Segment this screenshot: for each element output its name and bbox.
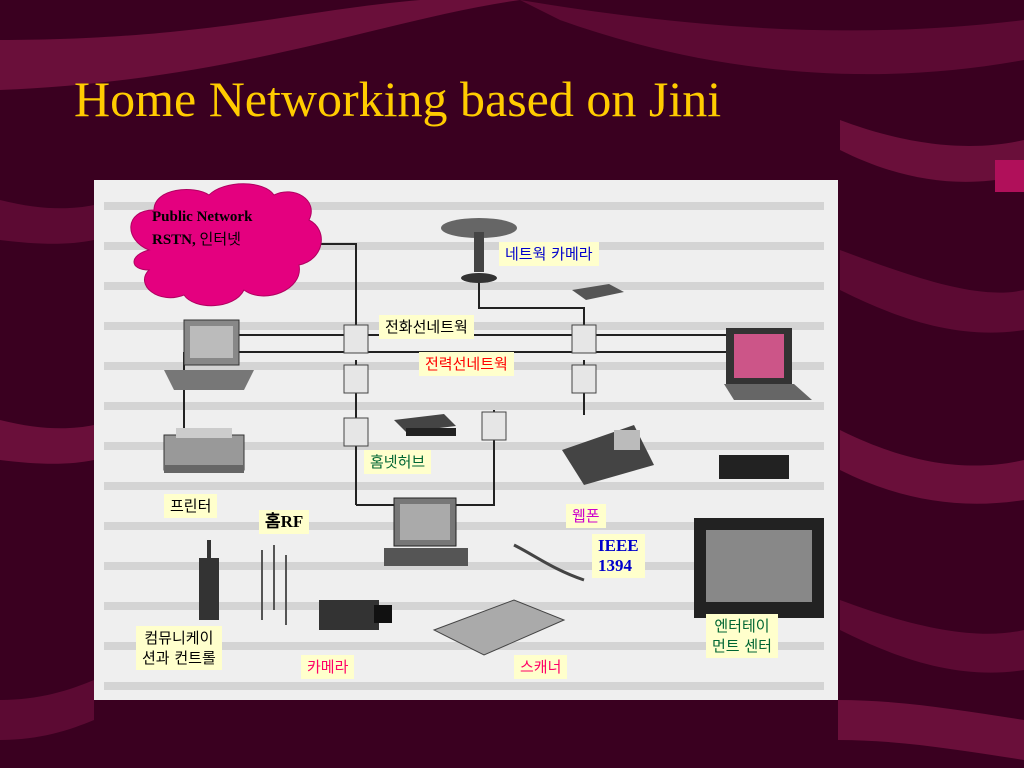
camcorder-icon: [319, 600, 392, 630]
label-scanner: 스캐너: [514, 655, 568, 679]
label-power-line-network: 전력선네트웍: [419, 352, 514, 376]
satellite-camera-icon: [441, 218, 517, 283]
web-phone-icon: [562, 425, 654, 485]
ieee-line2: 1394: [598, 556, 632, 575]
slide-title: Home Networking based on Jini: [74, 71, 722, 127]
comm-line2: 션과 컨트롤: [142, 649, 216, 667]
label-camera: 카메라: [301, 655, 355, 679]
cloud-line1: Public Network: [152, 209, 253, 225]
cloud-internet: 인터넷: [199, 230, 241, 248]
label-web-phone: 웹폰: [566, 504, 606, 528]
printer-icon: [163, 428, 245, 473]
cloud-label: Public Network RSTN, 인터넷: [152, 206, 252, 251]
label-phone-line-network: 전화선네트웍: [379, 315, 474, 339]
label-printer: 프린터: [164, 494, 218, 518]
label-ieee-1394: IEEE 1394: [592, 534, 645, 578]
label-home-hub: 홈넷허브: [364, 450, 432, 474]
tv-icon: [694, 518, 824, 618]
ieee-line1: IEEE: [598, 536, 639, 555]
network-diagram: Public Network RSTN, 인터넷 네트웍 카메라 전화선네트웍 …: [94, 180, 838, 700]
workstation-icon: [384, 497, 468, 566]
set-top-box-icon: [719, 455, 789, 479]
label-communication-control: 컴뮤니케이 션과 컨트롤: [136, 626, 222, 670]
label-home-rf: 홈RF: [259, 510, 310, 534]
modem-icon: [572, 284, 624, 300]
hub-icon: [394, 414, 456, 436]
outlet-icon: [343, 324, 597, 447]
desktop-pc-icon: [164, 319, 254, 390]
corner-accent: [995, 160, 1024, 192]
mobile-phone-icon: [199, 540, 219, 620]
cloud-rstn: RSTN,: [152, 232, 196, 248]
public-network-cloud: [130, 183, 322, 307]
label-entertainment-center: 엔터테이 먼트 센터: [706, 614, 778, 658]
scanner-icon: [432, 599, 566, 656]
ent-line2: 먼트 센터: [712, 637, 772, 655]
cloud-line2: RSTN, 인터넷: [152, 228, 252, 251]
comm-line1: 컴뮤니케이: [144, 629, 214, 647]
label-network-camera: 네트웍 카메라: [499, 242, 599, 266]
laptop-icon: [724, 328, 812, 400]
ent-line1: 엔터테이: [714, 617, 770, 635]
diagram-drawing: [104, 183, 824, 690]
